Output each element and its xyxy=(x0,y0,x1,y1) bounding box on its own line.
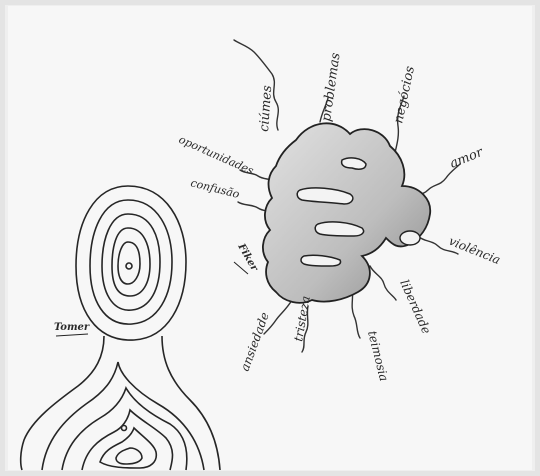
blob-side-lobe xyxy=(400,231,420,245)
signature-body: Tomer xyxy=(54,322,90,333)
